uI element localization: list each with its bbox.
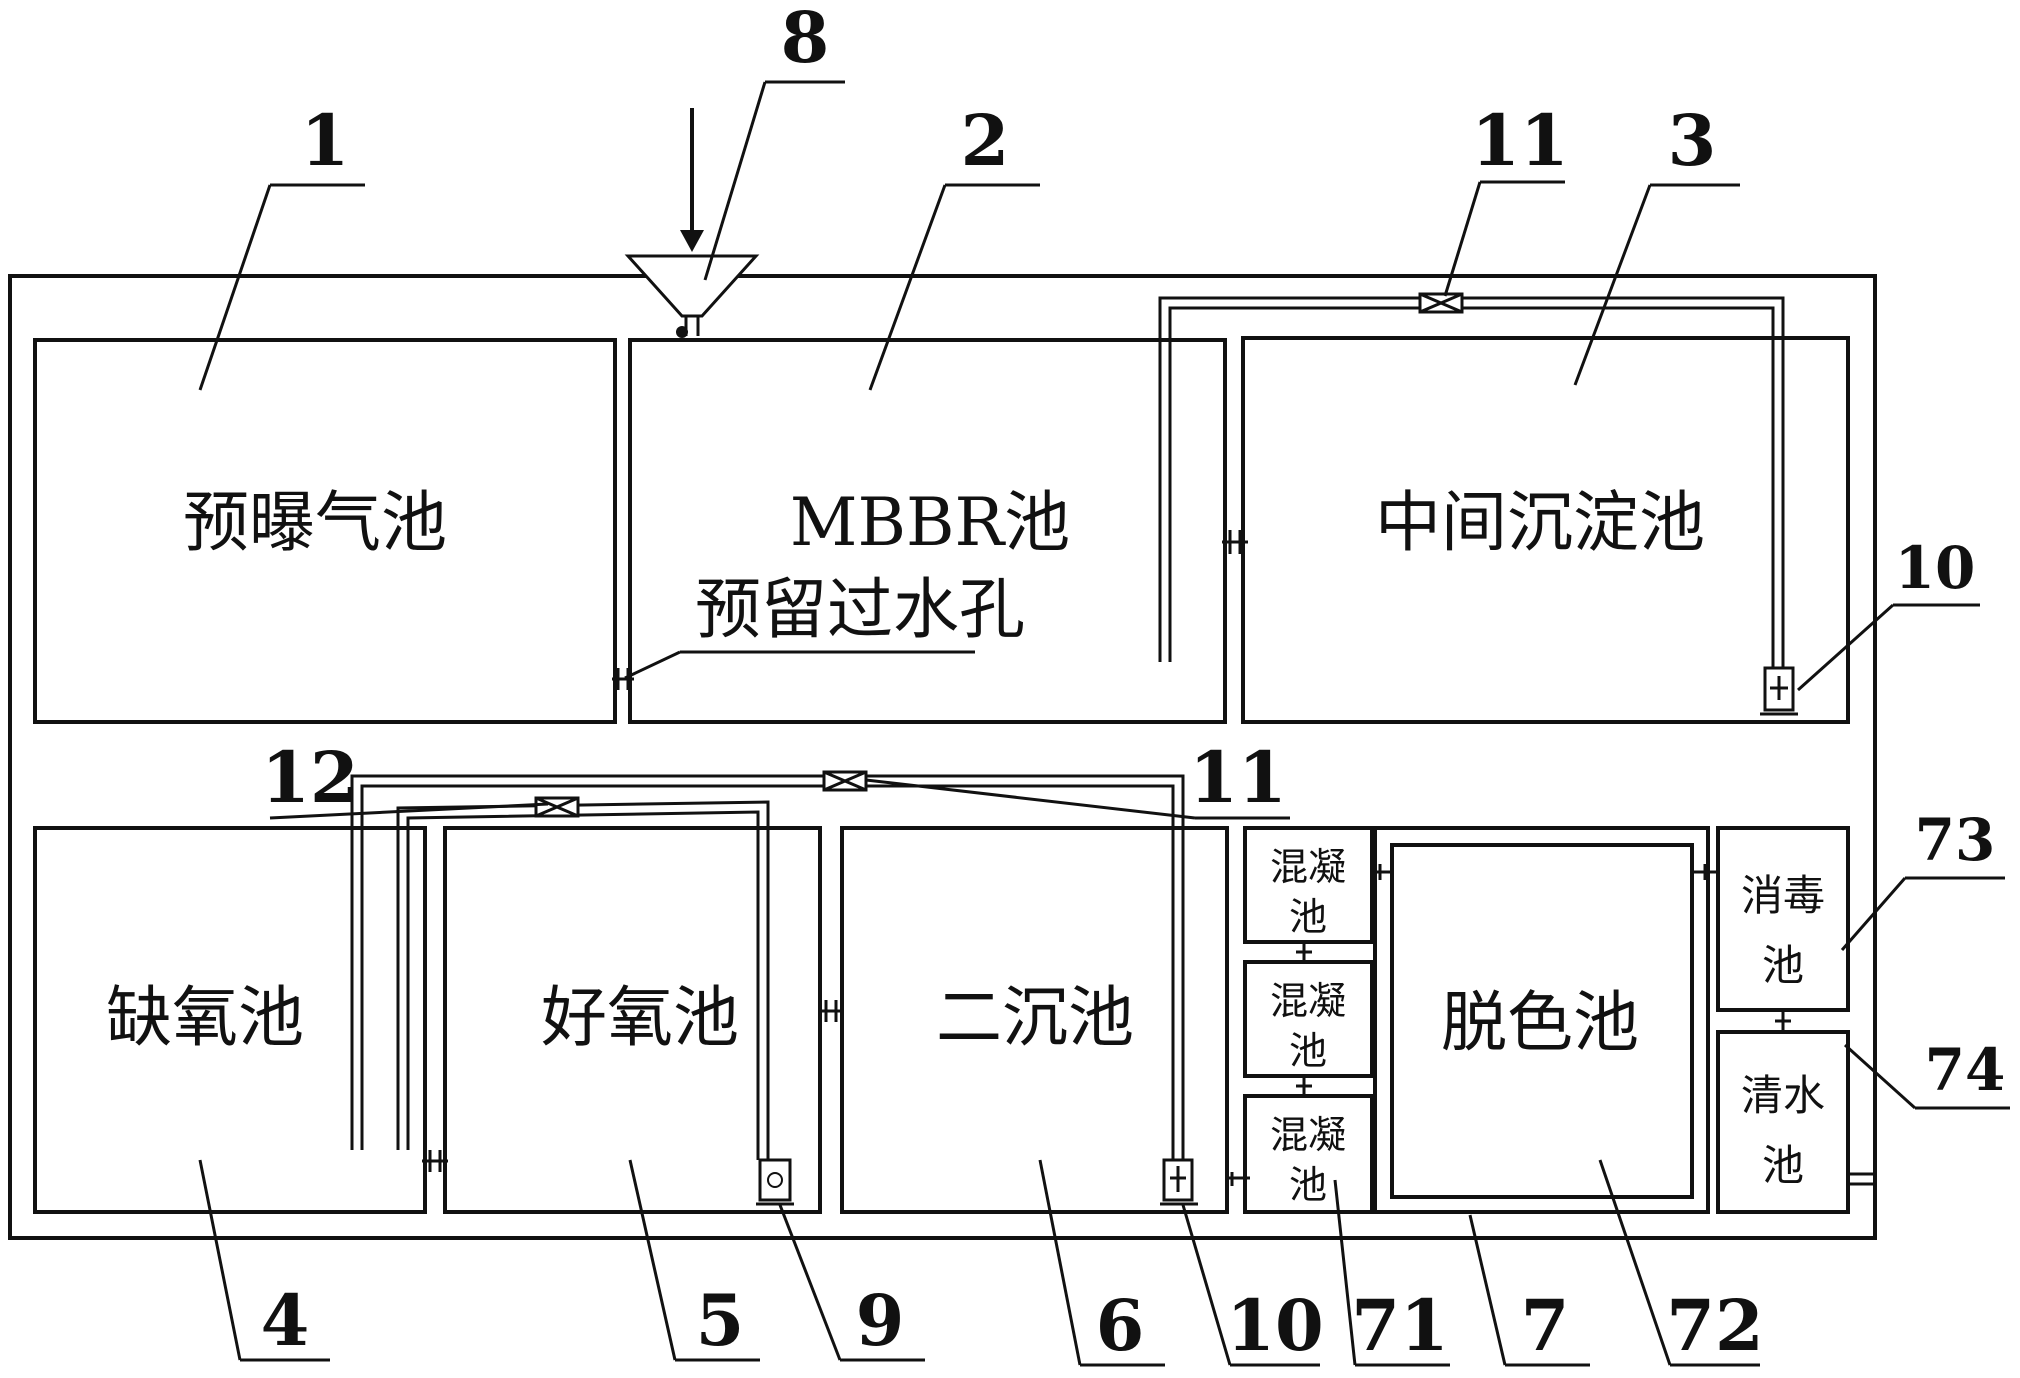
tank-coagulation-1 bbox=[1243, 826, 1374, 944]
callout-number-10-top: 10 bbox=[1895, 534, 1976, 602]
label-coagulation-1-b: 池 bbox=[1289, 895, 1327, 939]
callout-73: 73 bbox=[1840, 806, 2005, 951]
callout-number-6: 6 bbox=[1096, 1284, 1145, 1367]
label-pre-aeration: 预曝气池 bbox=[183, 484, 447, 561]
leader-reserved-hole bbox=[624, 650, 681, 680]
callout-9: 9 bbox=[778, 1204, 925, 1362]
callout-number-72: 72 bbox=[1666, 1284, 1763, 1367]
callout-number-4: 4 bbox=[261, 1279, 310, 1362]
label-aerobic: 好氧池 bbox=[541, 979, 739, 1056]
return-pipe-aerobic bbox=[396, 796, 770, 1160]
callout-72: 72 bbox=[1598, 1159, 1764, 1367]
callout-10-bottom: 10 bbox=[1181, 1204, 1324, 1367]
tank-decolorization-inner bbox=[1390, 843, 1694, 1199]
callout-number-73: 73 bbox=[1915, 806, 1996, 874]
label-anoxic: 缺氧池 bbox=[106, 979, 304, 1056]
label-coagulation-3-a: 混凝 bbox=[1270, 1113, 1346, 1157]
label-disinfection-b: 池 bbox=[1762, 941, 1804, 990]
pump-10-top bbox=[1760, 666, 1798, 716]
callout-number-11-top: 11 bbox=[1471, 99, 1568, 182]
callout-74: 74 bbox=[1843, 1036, 2010, 1110]
label-clear-water-b: 池 bbox=[1762, 1141, 1804, 1190]
callout-1: 1 bbox=[198, 99, 365, 391]
callout-number-9: 9 bbox=[856, 1279, 905, 1362]
label-decolorization: 脱色池 bbox=[1441, 984, 1639, 1061]
callout-11-top: 11 bbox=[1443, 99, 1569, 297]
callout-number-71: 71 bbox=[1351, 1284, 1448, 1367]
return-pipe-secondary bbox=[350, 770, 1185, 1160]
callout-11-bottom: 11 bbox=[865, 736, 1290, 820]
callout-12: 12 bbox=[261, 736, 549, 820]
label-coagulation-1-a: 混凝 bbox=[1270, 845, 1346, 889]
tank-anoxic bbox=[33, 826, 427, 1214]
tank-coagulation-2 bbox=[1243, 960, 1374, 1078]
label-mbbr: MBBR池 bbox=[790, 484, 1070, 561]
tank-disinfection bbox=[1716, 826, 1850, 1012]
callout-number-7: 7 bbox=[1521, 1284, 1570, 1367]
dosing-funnel bbox=[624, 108, 760, 338]
label-coagulation-3-b: 池 bbox=[1289, 1163, 1327, 1207]
tank-intermediate-settling bbox=[1241, 336, 1850, 724]
callout-71: 71 bbox=[1333, 1179, 1450, 1367]
pump-10-bottom bbox=[1160, 1158, 1198, 1206]
hole-connectors bbox=[422, 530, 1875, 1186]
label-coagulation-2-b: 池 bbox=[1289, 1029, 1327, 1073]
callout-number-3: 3 bbox=[1668, 99, 1717, 182]
label-disinfection-a: 消毒 bbox=[1741, 871, 1825, 920]
callout-number-11-bottom: 11 bbox=[1189, 736, 1286, 819]
tank-coagulation-3 bbox=[1243, 1094, 1374, 1214]
callout-number-8: 8 bbox=[781, 0, 830, 79]
callout-5: 5 bbox=[628, 1159, 760, 1362]
label-intermediate-settling: 中间沉淀池 bbox=[1375, 484, 1705, 561]
callout-4: 4 bbox=[198, 1159, 330, 1362]
label-reserved-hole: 预留过水孔 bbox=[695, 571, 1025, 648]
tank-secondary-settling bbox=[840, 826, 1229, 1214]
return-pipe-top bbox=[1158, 292, 1785, 668]
callout-8: 8 bbox=[703, 0, 845, 281]
callout-number-2: 2 bbox=[961, 99, 1010, 182]
label-secondary-settling: 二沉池 bbox=[936, 979, 1134, 1056]
callout-number-5: 5 bbox=[696, 1279, 745, 1362]
callout-2: 2 bbox=[868, 99, 1040, 391]
callout-6: 6 bbox=[1038, 1159, 1165, 1367]
callout-number-10-bottom: 10 bbox=[1226, 1284, 1323, 1367]
outer-enclosure bbox=[8, 274, 1877, 1240]
callout-number-74: 74 bbox=[1925, 1036, 2006, 1104]
pump-9 bbox=[756, 1158, 794, 1206]
label-clear-water-a: 清水 bbox=[1741, 1071, 1825, 1120]
callout-number-12: 12 bbox=[261, 736, 358, 819]
label-coagulation-2-a: 混凝 bbox=[1270, 979, 1346, 1023]
callout-3: 3 bbox=[1573, 99, 1740, 386]
callout-7: 7 bbox=[1468, 1214, 1590, 1367]
tank-pre-aeration bbox=[33, 338, 617, 724]
callout-10-top: 10 bbox=[1796, 534, 1980, 692]
tank-clear-water bbox=[1716, 1030, 1850, 1214]
tank-mbbr bbox=[628, 338, 1227, 724]
callout-number-1: 1 bbox=[301, 99, 350, 182]
